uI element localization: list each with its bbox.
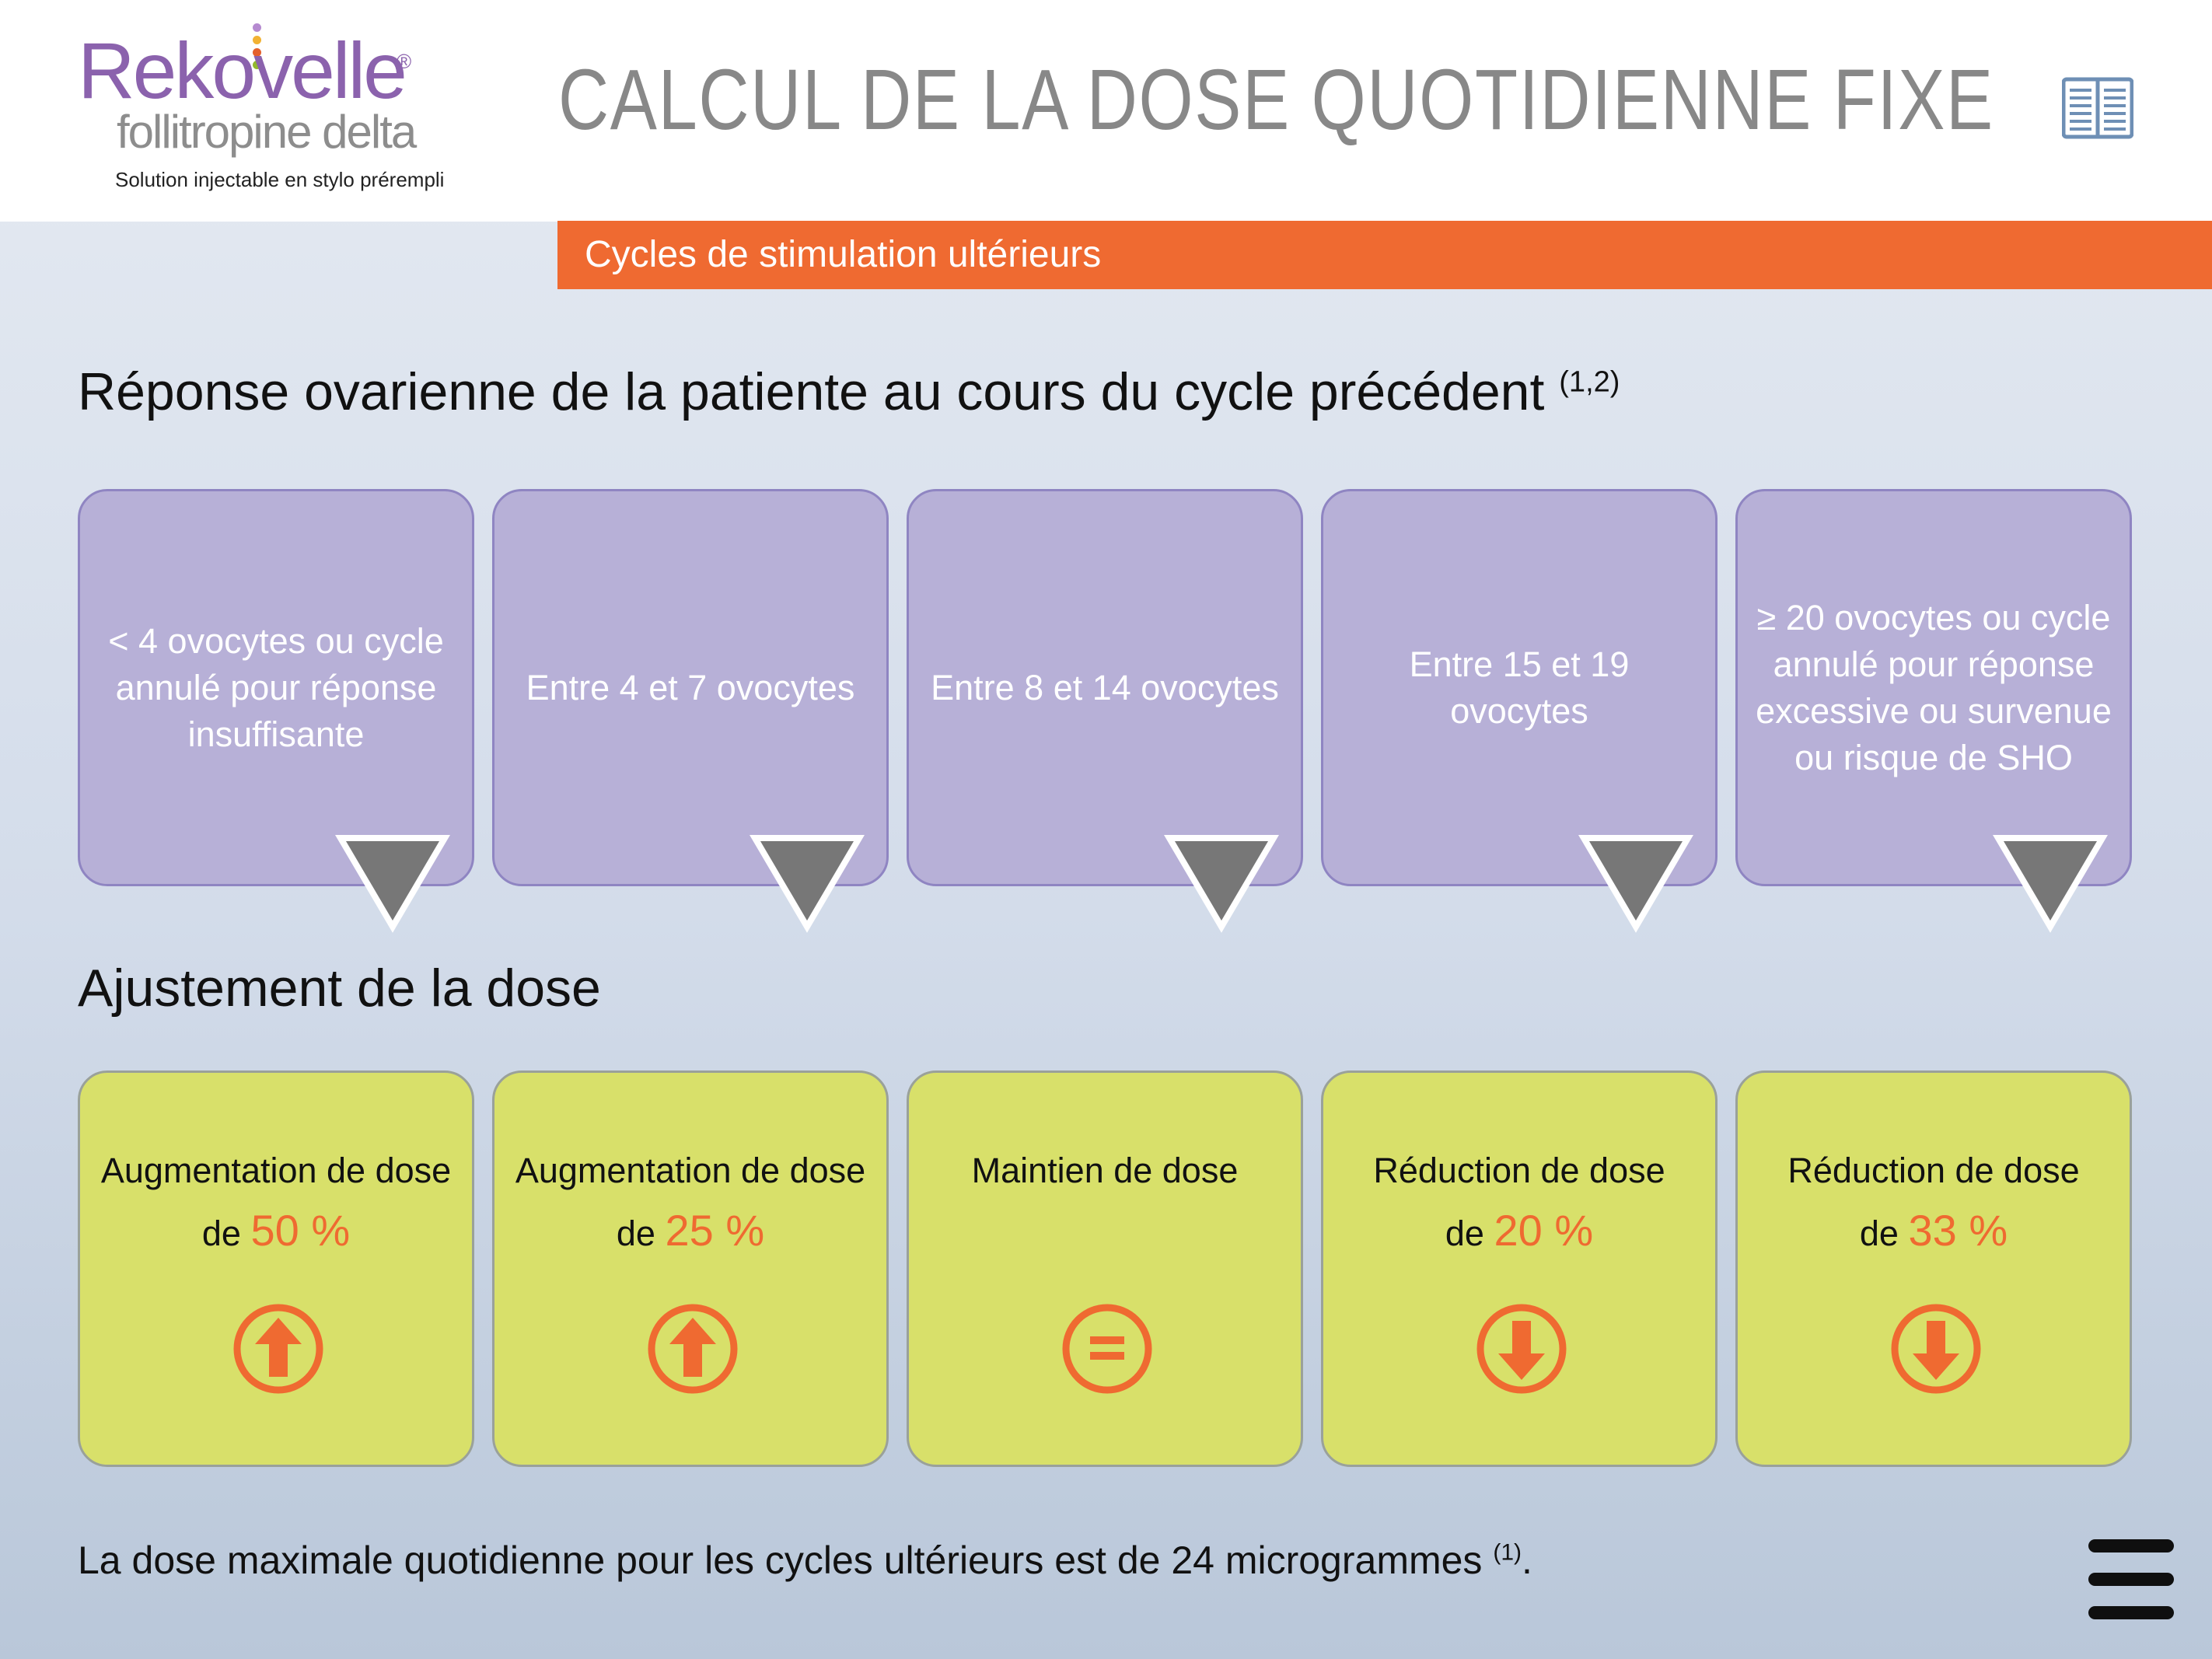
product-form: Solution injectable en stylo prérempli [115, 168, 445, 191]
generic-name: follitropine delta [117, 106, 417, 158]
adjust-label: Maintien de dose [971, 1151, 1239, 1190]
book-icon[interactable] [2062, 76, 2133, 140]
rekovelle-logo: Rekovelle ® follitropine delta Solution … [78, 23, 444, 202]
footnote: La dose maximale quotidienne pour les cy… [78, 1538, 1532, 1583]
response-title-text: Réponse ovarienne de la patiente au cour… [78, 362, 1545, 421]
adjust-prefix: de [201, 1214, 241, 1253]
response-box-5[interactable]: ≥ 20 ovocytes ou cycle annulé pour répon… [1735, 489, 2132, 886]
registered-mark: ® [397, 50, 412, 73]
response-box-1[interactable]: < 4 ovocytes ou cycle annulé pour répons… [78, 489, 474, 886]
adjust-percent: 50 % [250, 1206, 351, 1255]
arrow-up-icon [648, 1304, 738, 1394]
menu-bar [2088, 1606, 2174, 1619]
triangle-down-icon [335, 835, 450, 933]
adjust-amount: de 50 % [80, 1205, 472, 1256]
triangle-down-icon [1164, 835, 1279, 933]
adjust-amount: de 20 % [1323, 1205, 1715, 1256]
triangle-down-icon [750, 835, 865, 933]
adjust-box-4[interactable]: Réduction de dose de 20 % [1321, 1070, 1718, 1467]
section-banner: Cycles de stimulation ultérieurs [557, 221, 2212, 289]
arrow-up-icon [233, 1304, 323, 1394]
adjust-prefix: de [1445, 1214, 1484, 1253]
adjust-amount: de 25 % [494, 1205, 886, 1256]
response-title-ref: (1,2) [1559, 365, 1620, 399]
adjust-percent: 20 % [1494, 1206, 1594, 1255]
response-box-4[interactable]: Entre 15 et 19 ovocytes [1321, 489, 1718, 886]
adjust-box-2[interactable]: Augmentation de dose de 25 % [492, 1070, 889, 1467]
arrow-down-icon [1891, 1304, 1981, 1394]
triangle-down-icon [1578, 835, 1693, 933]
footnote-text: La dose maximale quotidienne pour les cy… [78, 1539, 1483, 1582]
adjust-label: Réduction de dose [1373, 1151, 1665, 1190]
adjust-box-5[interactable]: Réduction de dose de 33 % [1735, 1070, 2132, 1467]
adjust-amount: de 33 % [1738, 1205, 2130, 1256]
hamburger-menu-icon[interactable] [2088, 1539, 2174, 1621]
adjust-percent: 25 % [665, 1206, 765, 1255]
header: Rekovelle ® follitropine delta Solution … [0, 0, 2212, 222]
adjust-percent: 33 % [1908, 1206, 2008, 1255]
page-title: CALCUL DE LA DOSE QUOTIDIENNE FIXE [558, 52, 1994, 148]
brand-name: Rekovelle [78, 26, 407, 115]
adjust-prefix: de [616, 1214, 655, 1253]
footnote-end: . [1522, 1539, 1532, 1582]
adjust-prefix: de [1859, 1214, 1899, 1253]
adjust-label: Augmentation de dose [100, 1151, 452, 1190]
menu-bar [2088, 1573, 2174, 1586]
adjust-box-3[interactable]: Maintien de dose [907, 1070, 1303, 1467]
response-box-2[interactable]: Entre 4 et 7 ovocytes [492, 489, 889, 886]
menu-bar [2088, 1539, 2174, 1552]
footnote-ref: (1) [1493, 1539, 1522, 1566]
adjust-label: Augmentation de dose [515, 1151, 866, 1190]
response-box-3[interactable]: Entre 8 et 14 ovocytes [907, 489, 1303, 886]
adjust-section-title: Ajustement de la dose [78, 959, 601, 1018]
equals-icon [1062, 1304, 1152, 1394]
triangle-down-icon [1993, 835, 2108, 933]
logo-dots [253, 23, 264, 73]
arrow-down-icon [1476, 1304, 1567, 1394]
adjust-label: Réduction de dose [1787, 1151, 2080, 1190]
adjust-box-1[interactable]: Augmentation de dose de 50 % [78, 1070, 474, 1467]
response-section-title: Réponse ovarienne de la patiente au cour… [78, 361, 1620, 422]
